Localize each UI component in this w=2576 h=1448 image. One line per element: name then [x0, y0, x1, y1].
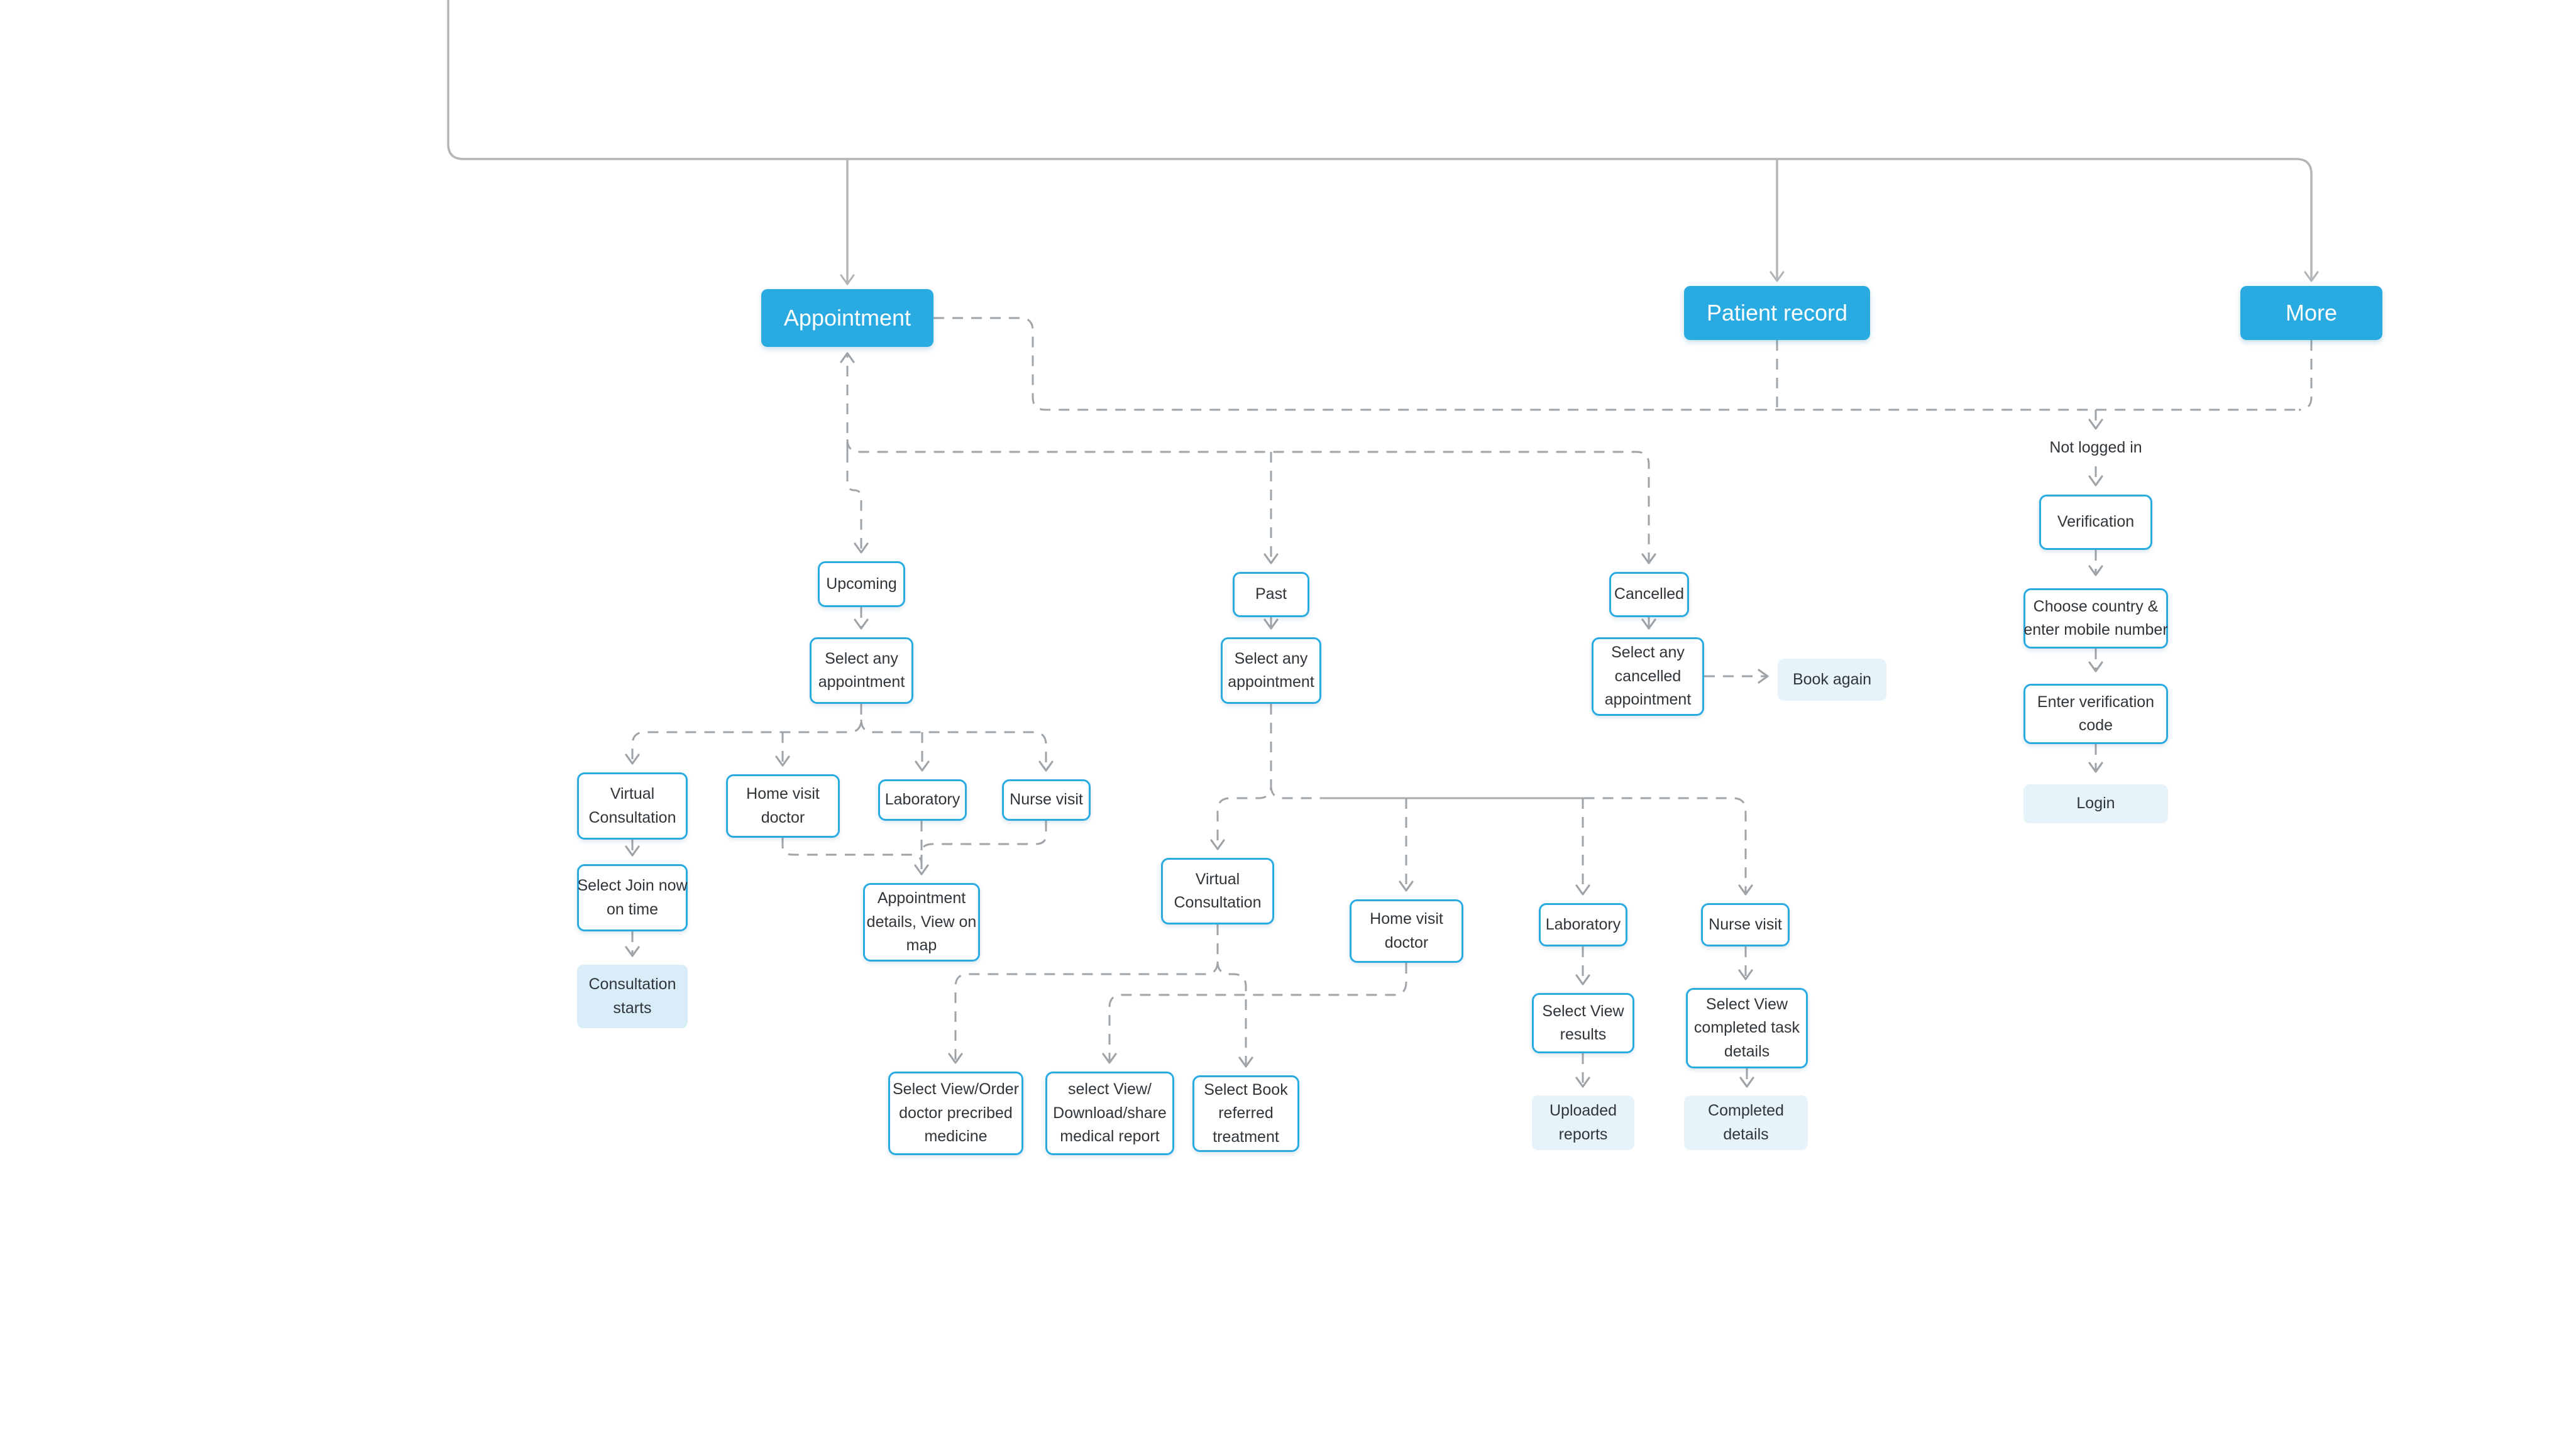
node-enter-verification-code[interactable]: Enter verification code — [2023, 684, 2168, 744]
node-select-view-order-medicine[interactable]: Select View/Order doctor precribed medic… — [888, 1072, 1023, 1155]
node-patient-record[interactable]: Patient record — [1684, 286, 1870, 340]
node-book-again[interactable]: Book again — [1778, 659, 1886, 701]
node-select-view-download-report[interactable]: select View/ Download/share medical repo… — [1045, 1072, 1174, 1155]
connector-homevisit1-merge — [781, 838, 923, 870]
node-home-visit-doctor-2[interactable]: Home visit doctor — [1350, 899, 1463, 963]
node-appointment-details[interactable]: Appointment details, View on map — [863, 883, 980, 962]
node-uploaded-reports[interactable]: Uploaded reports — [1532, 1095, 1634, 1150]
node-select-any-appointment-upcoming[interactable]: Select any appointment — [810, 637, 913, 704]
node-appointment[interactable]: Appointment — [761, 289, 933, 347]
node-consultation-starts[interactable]: Consultation starts — [577, 965, 688, 1028]
connector-vc2-to-book-referred — [1216, 961, 1253, 1068]
connector-select-up-branch-right — [860, 719, 1054, 772]
node-more[interactable]: More — [2240, 286, 2382, 340]
connector-hub-to-upcoming — [846, 452, 869, 554]
node-nurse-visit-2[interactable]: Nurse visit — [1701, 903, 1790, 946]
node-select-book-referred[interactable]: Select Book referred treatment — [1192, 1075, 1299, 1152]
connector-vc2-to-order-medicine — [948, 924, 1219, 1064]
node-verification[interactable]: Verification — [2039, 495, 2152, 550]
node-laboratory-1[interactable]: Laboratory — [878, 779, 967, 821]
connector-appointment-right-bus — [933, 317, 2299, 411]
label-not-logged-in: Not logged in — [2049, 439, 2142, 456]
node-past[interactable]: Past — [1233, 572, 1309, 617]
connector-more-drop — [2298, 340, 2313, 411]
connector-nursevisit1-merge — [920, 821, 1047, 867]
node-choose-country[interactable]: Choose country & enter mobile number — [2023, 588, 2168, 649]
node-select-any-cancelled[interactable]: Select any cancelled appointment — [1592, 637, 1704, 716]
node-login[interactable]: Login — [2023, 784, 2168, 823]
connector-hv2-to-download-report — [1102, 963, 1407, 1064]
node-virtual-consultation-2[interactable]: Virtual Consultation — [1161, 858, 1274, 924]
node-laboratory-2[interactable]: Laboratory — [1539, 903, 1627, 946]
connector-select-past-branch-right — [1270, 785, 1753, 896]
node-select-join-now[interactable]: Select Join now on time — [577, 864, 688, 931]
node-virtual-consultation-1[interactable]: Virtual Consultation — [577, 772, 688, 840]
node-upcoming[interactable]: Upcoming — [818, 561, 905, 607]
node-completed-details[interactable]: Completed details — [1684, 1095, 1808, 1150]
node-nurse-visit-1[interactable]: Nurse visit — [1002, 779, 1091, 821]
connector-hub-branch-right — [846, 439, 1656, 564]
connector-top-frame — [447, 0, 2319, 282]
node-select-view-completed[interactable]: Select View completed task details — [1686, 988, 1808, 1068]
connector-select-up-branch-left — [625, 704, 862, 765]
node-select-view-results[interactable]: Select View results — [1532, 993, 1634, 1053]
connector-select-past-branch-left — [1210, 704, 1272, 850]
node-cancelled[interactable]: Cancelled — [1609, 572, 1689, 617]
node-select-any-appointment-past[interactable]: Select any appointment — [1221, 637, 1321, 704]
node-home-visit-doctor-1[interactable]: Home visit doctor — [726, 774, 840, 838]
